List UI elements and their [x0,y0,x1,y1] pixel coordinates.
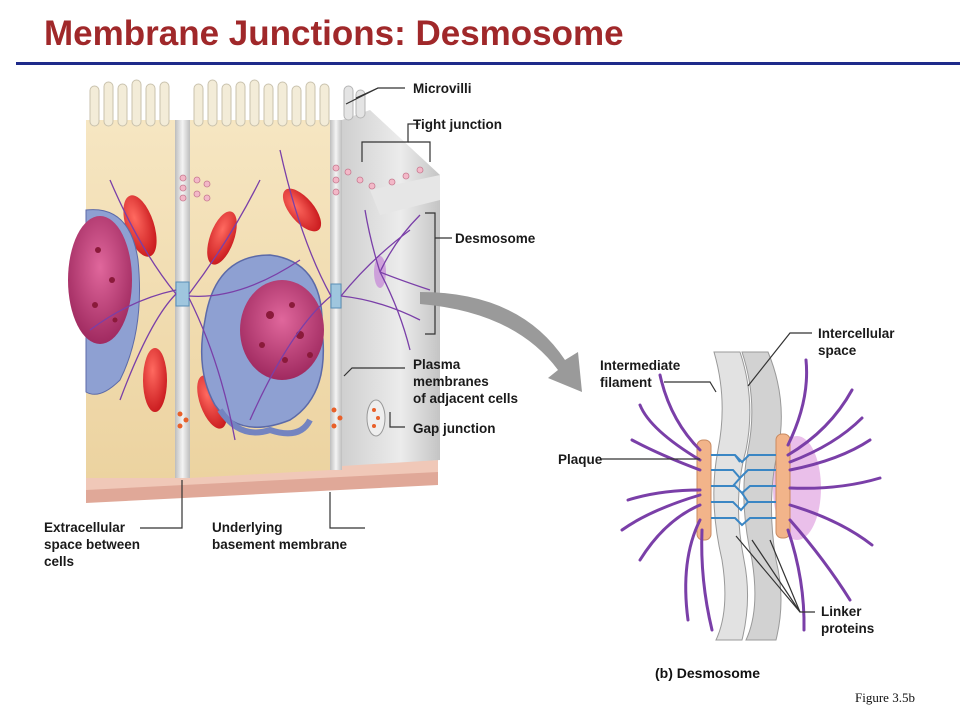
leader-lines-right [600,332,815,613]
zoom-arrow [420,292,582,392]
title-underline [16,62,960,65]
label-microvilli: Microvilli [413,81,472,96]
leader-lines-left [140,87,452,529]
cell-filaments [89,149,431,441]
label-linker-proteins: Linker proteins [821,604,875,636]
label-gap-junction: Gap junction [413,421,496,436]
nucleus-middle [200,254,325,437]
label-extracellular-space: Extracellular space between cells [44,520,141,569]
basement-membrane [86,470,438,503]
intermediate-filaments [620,358,882,632]
label-desmosome: Desmosome [455,231,536,246]
page-title: Membrane Junctions: Desmosome [44,14,624,53]
linker-proteins [711,454,776,527]
tight-junction-dots [179,164,424,202]
microvilli [89,79,366,127]
label-intermediate-filament: Intermediate filament [600,358,681,390]
epithelium-illustration [68,79,440,503]
label-basement-membrane: Underlying basement membrane [212,520,348,552]
desmosome-detail [620,351,882,641]
label-tight-junction: Tight junction [413,117,502,132]
figure-caption: (b) Desmosome [655,665,761,681]
plaque-right [775,433,791,539]
nucleus-left [68,209,140,395]
label-plaque: Plaque [558,452,603,467]
label-plasma-membranes: Plasma membranes of adjacent cells [413,357,519,406]
gap-junction-dots [177,399,386,437]
figure-reference: Figure 3.5b [855,690,915,705]
label-intercellular-space: Intercellular space [818,326,895,358]
